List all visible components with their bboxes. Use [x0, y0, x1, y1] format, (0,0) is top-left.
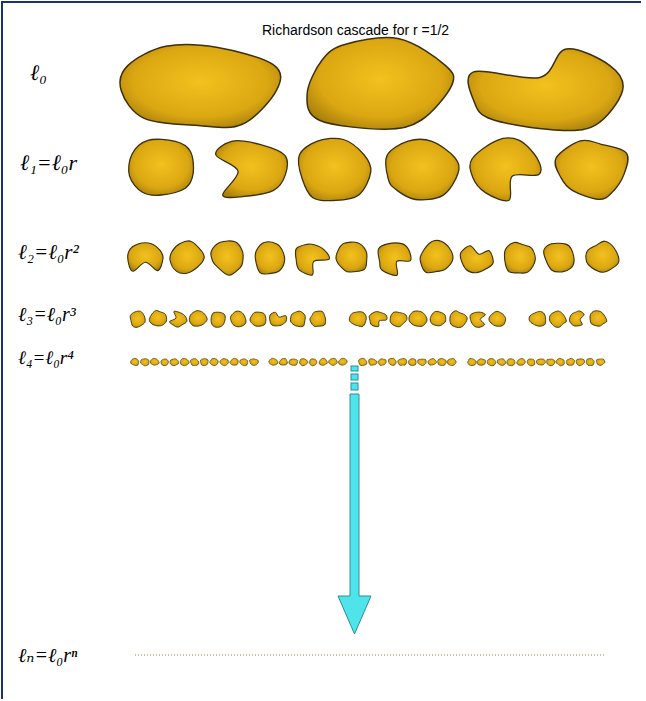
- eddy-blob: [141, 359, 150, 366]
- eddy-blob: [428, 359, 437, 366]
- eddy-blob: [131, 358, 139, 365]
- eddy-blob: [310, 311, 326, 326]
- eddy-blob: [586, 241, 619, 272]
- scale-label: ℓ₁=ℓ₀r: [20, 150, 77, 176]
- eddy-blob: [529, 311, 546, 326]
- eddy-blob: [470, 138, 541, 201]
- eddy-blob: [418, 359, 427, 365]
- eddy-blob: [536, 359, 545, 365]
- eddy-blob: [149, 311, 166, 326]
- eddy-blob: [120, 44, 281, 127]
- eddy-blob: [504, 242, 535, 273]
- eddy-blob: [408, 359, 416, 366]
- eddy-blob: [359, 358, 367, 365]
- eddy-blob: [307, 38, 454, 130]
- dotted-limit-line: [135, 655, 604, 656]
- eddy-blob: [170, 359, 179, 366]
- eddy-blob: [470, 312, 485, 327]
- eddy-blob: [450, 311, 467, 328]
- eddy-blob: [507, 359, 515, 366]
- eddy-blob: [576, 359, 584, 366]
- eddy-blob: [290, 311, 305, 327]
- eddy-blob: [129, 139, 194, 195]
- eddy-blob: [269, 358, 278, 365]
- eddy-blob: [250, 359, 259, 366]
- eddy-blob: [369, 359, 377, 366]
- eddy-blob: [460, 246, 493, 273]
- eddy-blob: [328, 358, 337, 365]
- diagram-title: Richardson cascade for r =1/2: [262, 22, 449, 38]
- eddy-blob: [255, 242, 285, 274]
- eddy-blob: [230, 358, 239, 365]
- eddy-blob: [169, 311, 186, 327]
- eddy-blob: [547, 359, 555, 366]
- scale-label: ℓ₃=ℓ₀r³: [18, 303, 76, 326]
- eddy-blob: [250, 312, 266, 326]
- eddy-blob: [310, 359, 317, 366]
- eddy-blob: [211, 312, 225, 327]
- eddy-blob: [489, 311, 506, 326]
- eddy-blob: [211, 241, 243, 275]
- eddy-blob: [300, 359, 308, 366]
- eddy-blob: [487, 359, 496, 366]
- eddy-blob: [477, 359, 486, 366]
- eddy-blob: [279, 358, 287, 365]
- eddy-blobs: [120, 38, 628, 366]
- eddy-blob: [200, 359, 208, 366]
- eddy-blob: [497, 359, 506, 366]
- eddy-blob: [556, 358, 564, 366]
- eddy-blob: [349, 312, 366, 327]
- eddy-blob: [150, 358, 159, 365]
- eddy-blob: [386, 139, 459, 200]
- eddy-blob: [517, 358, 526, 365]
- eddy-blob: [210, 358, 219, 365]
- scale-label: ℓ₂=ℓ₀r²: [18, 240, 79, 265]
- eddy-blob: [289, 359, 298, 365]
- eddy-blob: [586, 359, 594, 366]
- eddy-blob: [216, 141, 288, 198]
- eddy-blob: [189, 311, 207, 327]
- eddy-blob: [438, 358, 447, 365]
- eddy-blob: [270, 312, 287, 326]
- eddy-blob: [369, 312, 387, 327]
- eddy-blob: [527, 359, 535, 366]
- eddy-blob: [319, 358, 327, 365]
- eddy-blob: [569, 311, 584, 326]
- eddy-blob: [388, 358, 396, 365]
- eddy-blob: [130, 311, 145, 327]
- eddy-blob: [338, 358, 347, 365]
- eddy-blob: [220, 359, 229, 366]
- eddy-blob: [420, 240, 453, 272]
- eddy-blob: [298, 138, 371, 200]
- eddy-blob: [378, 243, 411, 275]
- eddy-blob: [468, 358, 477, 365]
- eddy-blob: [549, 311, 566, 327]
- eddy-blob: [430, 311, 446, 325]
- eddy-blob: [190, 359, 199, 366]
- eddy-blob: [544, 243, 574, 272]
- eddy-blob: [398, 358, 407, 365]
- eddy-blob: [596, 359, 605, 366]
- eddy-blob: [295, 244, 329, 275]
- eddy-blob: [447, 359, 456, 366]
- eddy-blob: [378, 359, 386, 366]
- eddy-blob: [230, 311, 246, 327]
- eddy-blob: [390, 312, 407, 327]
- eddy-blob: [336, 242, 367, 272]
- eddy-blob: [566, 358, 575, 365]
- eddy-blob: [555, 140, 628, 199]
- eddy-blob: [180, 358, 189, 365]
- eddy-blob: [468, 49, 623, 131]
- eddy-blob: [240, 359, 248, 366]
- scale-label: ℓₙ=ℓ₀rⁿ: [18, 643, 77, 667]
- eddy-blob: [590, 311, 607, 326]
- eddy-blob: [161, 359, 169, 366]
- eddy-blob: [409, 311, 427, 326]
- eddy-blob: [128, 243, 163, 271]
- eddy-blob: [170, 241, 204, 274]
- scale-label: ℓ₀: [30, 60, 47, 86]
- cascade-arrow: [338, 366, 371, 634]
- scale-label: ℓ₄=ℓ₀r⁴: [18, 347, 74, 369]
